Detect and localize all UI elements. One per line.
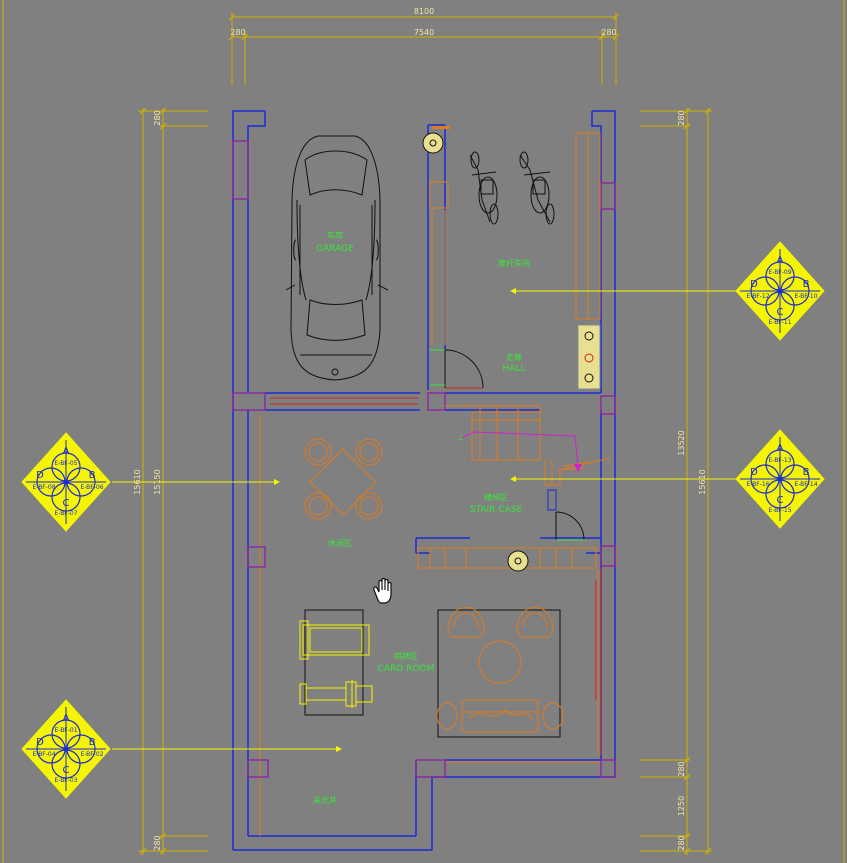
index-ref-c: E-BF-15 [768, 507, 791, 514]
index-ref-d: E-BF-04 [32, 751, 55, 758]
index-ref-a: E-BF-13 [768, 457, 791, 464]
partition-shelves [417, 547, 597, 569]
dim-right-b1: 280 [677, 761, 686, 776]
hall-label-cn: 走廊 [506, 352, 522, 362]
index-letter-d: D [36, 737, 44, 748]
dim-right-total: 15610 [698, 469, 707, 494]
index-letter-a: A [777, 443, 784, 454]
index-letter-a: A [777, 255, 784, 266]
dim-top-total: 8100 [414, 7, 434, 16]
index-letter-b: B [89, 737, 96, 748]
sofa-icon [436, 699, 564, 733]
car-icon [285, 135, 389, 381]
dim-top-right: 280 [601, 28, 616, 37]
sink-icon [422, 126, 450, 154]
index-ref-c: E-BF-03 [54, 777, 77, 784]
dim-left-bottom: 280 [153, 835, 162, 850]
dim-right-b3: 280 [677, 835, 686, 850]
index-letter-b: B [803, 279, 810, 290]
index-ref-c: E-BF-07 [54, 510, 77, 517]
red-threshold [270, 397, 418, 405]
index-ref-b: E-BF-10 [794, 293, 817, 300]
dim-top-left: 280 [230, 28, 245, 37]
index-letter-c: C [63, 498, 70, 509]
elevation-index-symbol[interactable]: A B C D E-BF-09 E-BF-10 E-BF-11 E-BF-12 [735, 241, 825, 341]
index-letter-a: A [63, 446, 70, 457]
orange-wall-lining [259, 415, 600, 836]
armchair-icon [447, 607, 554, 638]
sink-icon [507, 550, 529, 572]
dining-label: 休闲区 [328, 538, 352, 548]
structural-columns [232, 140, 616, 778]
index-letter-a: A [63, 713, 70, 724]
index-letter-d: D [750, 467, 758, 478]
index-ref-d: E-BF-12 [746, 293, 769, 300]
dim-right-b2: 1250 [677, 796, 686, 816]
index-ref-d: E-BF-08 [32, 484, 55, 491]
index-letter-c: C [777, 307, 784, 318]
hand-pan-icon [373, 577, 392, 604]
water-heater-icon [577, 324, 601, 390]
stair-small-door [547, 489, 586, 541]
index-ref-a: E-BF-09 [768, 269, 791, 276]
hall-cabinets [429, 132, 601, 345]
card-room-side-door [595, 568, 602, 755]
treadmill-icon [299, 620, 370, 660]
index-letter-b: B [803, 467, 810, 478]
hall-label-en: HALL [503, 364, 526, 374]
index-ref-d: E-BF-16 [746, 481, 769, 488]
index-ref-a: E-BF-01 [54, 727, 77, 734]
right-dimensions [640, 107, 712, 855]
card-room-label-cn: 棋牌区 [394, 651, 418, 661]
dim-top-mid: 7540 [414, 28, 434, 37]
index-letter-d: D [750, 279, 758, 290]
hall-door [430, 349, 484, 389]
top-dimensions [228, 12, 620, 85]
garage-label-en: GARAGE [316, 244, 354, 254]
dining-table-icon [304, 438, 383, 520]
motorcycle-icon [519, 151, 555, 225]
index-letter-c: C [63, 765, 70, 776]
index-letter-d: D [36, 470, 44, 481]
index-ref-b: E-BF-06 [80, 484, 103, 491]
index-leader-lines [112, 290, 737, 750]
index-leader-arrows [274, 288, 516, 752]
stair-arrow-head [574, 464, 582, 472]
stair-up-mark: 上 [458, 434, 464, 442]
index-ref-b: E-BF-02 [80, 751, 103, 758]
dim-left-top: 280 [153, 110, 162, 125]
elevation-index-symbol[interactable]: A B C D E-BF-05 E-BF-06 E-BF-07 E-BF-08 [21, 432, 111, 532]
card-table-set [437, 609, 561, 738]
index-letter-b: B [89, 470, 96, 481]
dim-right-top: 280 [677, 110, 686, 125]
elevation-index-symbol[interactable]: A B C D E-BF-01 E-BF-02 E-BF-03 E-BF-04 [21, 699, 111, 799]
stair-label-en: STAIR CASE [470, 505, 523, 515]
index-letter-c: C [777, 495, 784, 506]
index-ref-b: E-BF-14 [794, 481, 817, 488]
moto-room-label: 摩托车间 [498, 258, 530, 268]
garage-label-cn: 车库 [327, 230, 343, 240]
motorcycle-icon [469, 151, 499, 225]
stair-direction-arrow [459, 431, 579, 469]
dim-right-mid: 13520 [677, 430, 686, 455]
stair-label-cn: 楼梯区 [484, 492, 508, 502]
treadmill-icon [304, 609, 364, 716]
walls [232, 110, 616, 851]
card-room-label-en: CARD ROOM [378, 664, 435, 674]
light-well-label: 采光井 [313, 795, 337, 805]
index-ref-a: E-BF-05 [54, 460, 77, 467]
index-ref-c: E-BF-11 [768, 319, 791, 326]
weight-bench-icon [299, 680, 373, 708]
elevation-index-symbol[interactable]: A B C D E-BF-13 E-BF-14 E-BF-15 E-BF-16 [735, 429, 825, 529]
